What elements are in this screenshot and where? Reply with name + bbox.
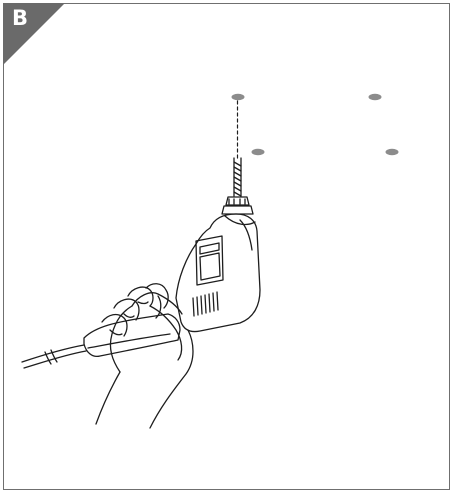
drill-hole-marker — [232, 94, 245, 100]
drill-handle — [84, 314, 180, 356]
drill-hole-marker — [369, 94, 382, 100]
power-drill-icon — [176, 214, 260, 332]
drill-chuck — [222, 197, 253, 214]
hand-icon — [96, 284, 193, 428]
power-cord — [22, 345, 86, 368]
drill-bit — [234, 158, 241, 196]
drill-hole-marker — [386, 149, 399, 155]
drill-hole-marker — [252, 149, 265, 155]
